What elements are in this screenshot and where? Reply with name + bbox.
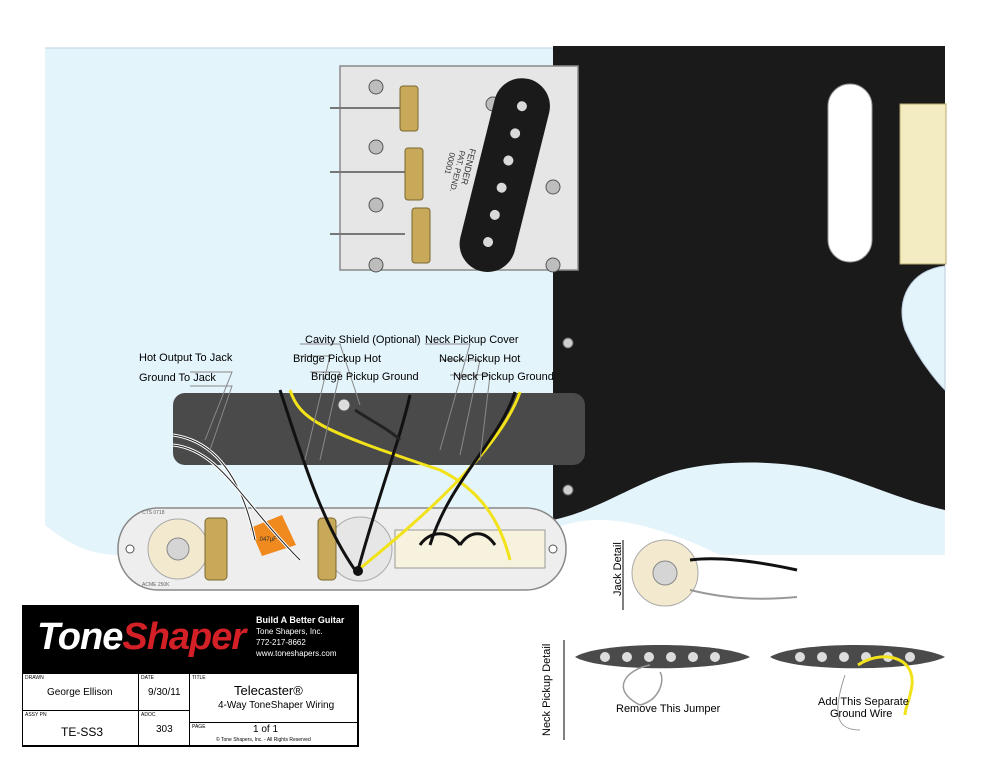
neck-pickup-slot [827,83,873,263]
callout-hot-output: Hot Output To Jack [139,352,233,364]
pot-lug [204,517,228,581]
pickguard [553,46,945,520]
logo-band: ToneShaper Build A Better Guitar Tone Sh… [23,606,358,674]
title-block: ToneShaper Build A Better Guitar Tone Sh… [22,605,359,747]
bridge-springs [330,107,405,235]
neck-pickup-a [575,645,750,669]
callout-neck-hot: Neck Pickup Hot [439,353,521,365]
company-info: Build A Better Guitar Tone Shapers, Inc.… [256,615,345,658]
jack-detail-label: Jack Detail [612,542,624,596]
callout-bridge-hot: Bridge Pickup Hot [293,353,382,365]
title-cell: TITLE Telecaster® 4-Way ToneShaper Wirin… [190,674,358,723]
svg-text:CTS 0718: CTS 0718 [142,510,165,516]
add-ground-label-2: Ground Wire [830,708,893,720]
callout-ground-to-jack: Ground To Jack [139,372,216,384]
neck-pickup-detail-label: Neck Pickup Detail [541,643,553,736]
svg-text:.047µF: .047µF [258,537,277,543]
svg-text:ACME 250K: ACME 250K [142,582,170,588]
add-ground-label-1: Add This Separate [818,696,909,708]
neck-cavity-curve [901,265,946,392]
bridge-saddles [399,85,431,264]
callout-cavity-shield: Cavity Shield (Optional) [305,334,421,346]
drawn-cell: DRAWN George Ellison [23,674,139,711]
shield-screw [337,398,351,412]
callout-neck-cover: Neck Pickup Cover [425,334,519,346]
cavity-shield [173,393,585,465]
remove-jumper-label: Remove This Jumper [616,703,721,715]
bridge-screws [368,79,561,273]
callout-leaders [190,343,491,461]
assy-cell: ASSY PN TE-SS3 [23,711,139,746]
bridge-pickup [459,78,550,272]
callout-bridge-ground: Bridge Pickup Ground [311,371,419,383]
neck-heel [900,104,946,264]
wires [172,389,522,572]
page-cell: PAGE 1 of 1 © Tone Shapers, Inc. - All R… [190,723,358,746]
date-cell: DATE 9/30/11 [139,674,190,711]
adoc-cell: ADOC 303 [139,711,190,746]
toneshaper-logo: ToneShaper [37,616,246,658]
callout-neck-ground: Neck Pickup Ground [453,371,554,383]
